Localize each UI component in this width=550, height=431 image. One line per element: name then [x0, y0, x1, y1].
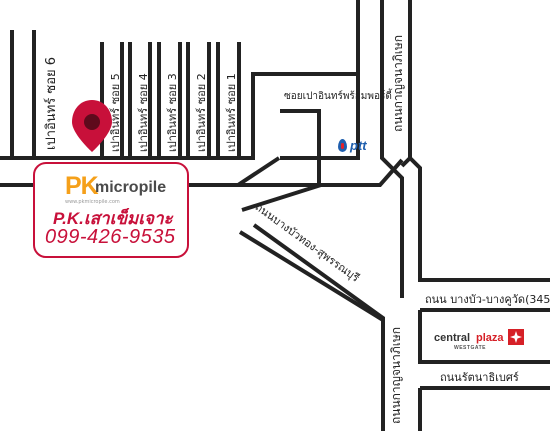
label-pao-in-phrom: ซอยเปาอินทร์พร้อมพอร์ดี้: [284, 91, 392, 102]
ptt-label: ptt: [350, 138, 367, 153]
brand-logo-pk: PK: [65, 172, 99, 200]
label-soi5: เปาอินทร์ ซอย 5: [109, 73, 122, 152]
label-bangkuwat: ถนน บางบัว-บางคูวัด(345): [425, 293, 550, 306]
bangbuathong-north-edge: [241, 183, 322, 212]
brand-card[interactable]: PK micropile www.pkmicropile.com P.K.เสา…: [33, 162, 189, 258]
soi4-road-edges: [128, 42, 152, 158]
label-kanchanaphisek-south: ถนนกาญจนาภิเษก: [389, 326, 403, 424]
label-rattanathibet: ถนนรัตนาธิเบศร์: [440, 371, 519, 384]
kanchanaphisek-west: [380, 0, 404, 298]
kanchanaphisek-south-east: [418, 310, 550, 431]
brand-logo-word: micropile: [95, 179, 167, 196]
central-logo-icon: [508, 329, 524, 345]
label-kanchanaphisek-north: ถนนกาญจนาภิเษก: [391, 34, 405, 132]
bangbuathong-far-edge: [238, 230, 385, 322]
brand-phone[interactable]: 099-426-9535: [45, 226, 176, 248]
kanchanaphisek-east-upper: [408, 156, 550, 282]
label-soi2: เปาอินทร์ ซอย 2: [195, 73, 208, 152]
central-name-part1: central: [434, 332, 471, 344]
brand-thai-name: P.K.เสาเข็มเจาะ: [53, 209, 173, 228]
label-soi1: เปาอินทร์ ซอย 1: [225, 73, 238, 152]
main-road-north-edge-2: [239, 0, 360, 160]
central-name-part2: plaza: [476, 332, 504, 344]
soi1-road-edges: [216, 42, 241, 158]
soi3-road-edges: [157, 42, 182, 158]
ptt-logo-icon: [338, 139, 347, 152]
label-soi3: เปาอินทร์ ซอย 3: [166, 73, 179, 152]
soi-phrom-inner: [238, 109, 321, 187]
central-intersection-west: [319, 158, 404, 187]
brand-website[interactable]: www.pkmicropile.com: [65, 199, 120, 205]
map-pin-icon[interactable]: [72, 100, 112, 152]
soi2-road-edges: [186, 42, 211, 158]
soi6-road-edges: [10, 30, 36, 158]
central-branch: WESTGATE: [454, 345, 486, 351]
label-soi4: เปาอินทร์ ซอย 4: [137, 73, 150, 152]
label-soi6: เปาอินทร์ ซอย 6: [44, 56, 59, 150]
